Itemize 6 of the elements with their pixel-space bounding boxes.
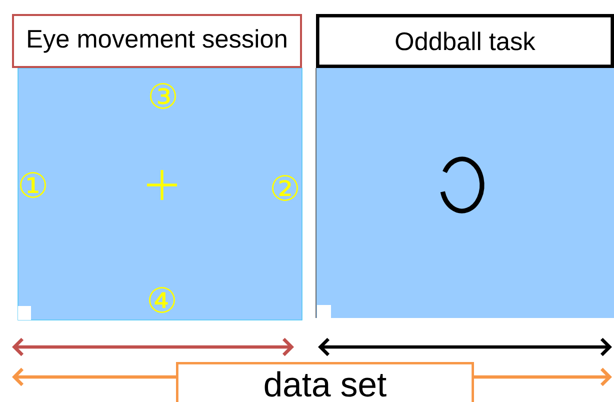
circled-number: ② [272, 175, 298, 201]
header-box: Eye movement session [12, 14, 302, 68]
label-box: data set [176, 362, 474, 402]
circled-number: ① [20, 172, 46, 198]
circled-number: ④ [149, 287, 175, 313]
header-box: Oddball task [316, 14, 614, 68]
